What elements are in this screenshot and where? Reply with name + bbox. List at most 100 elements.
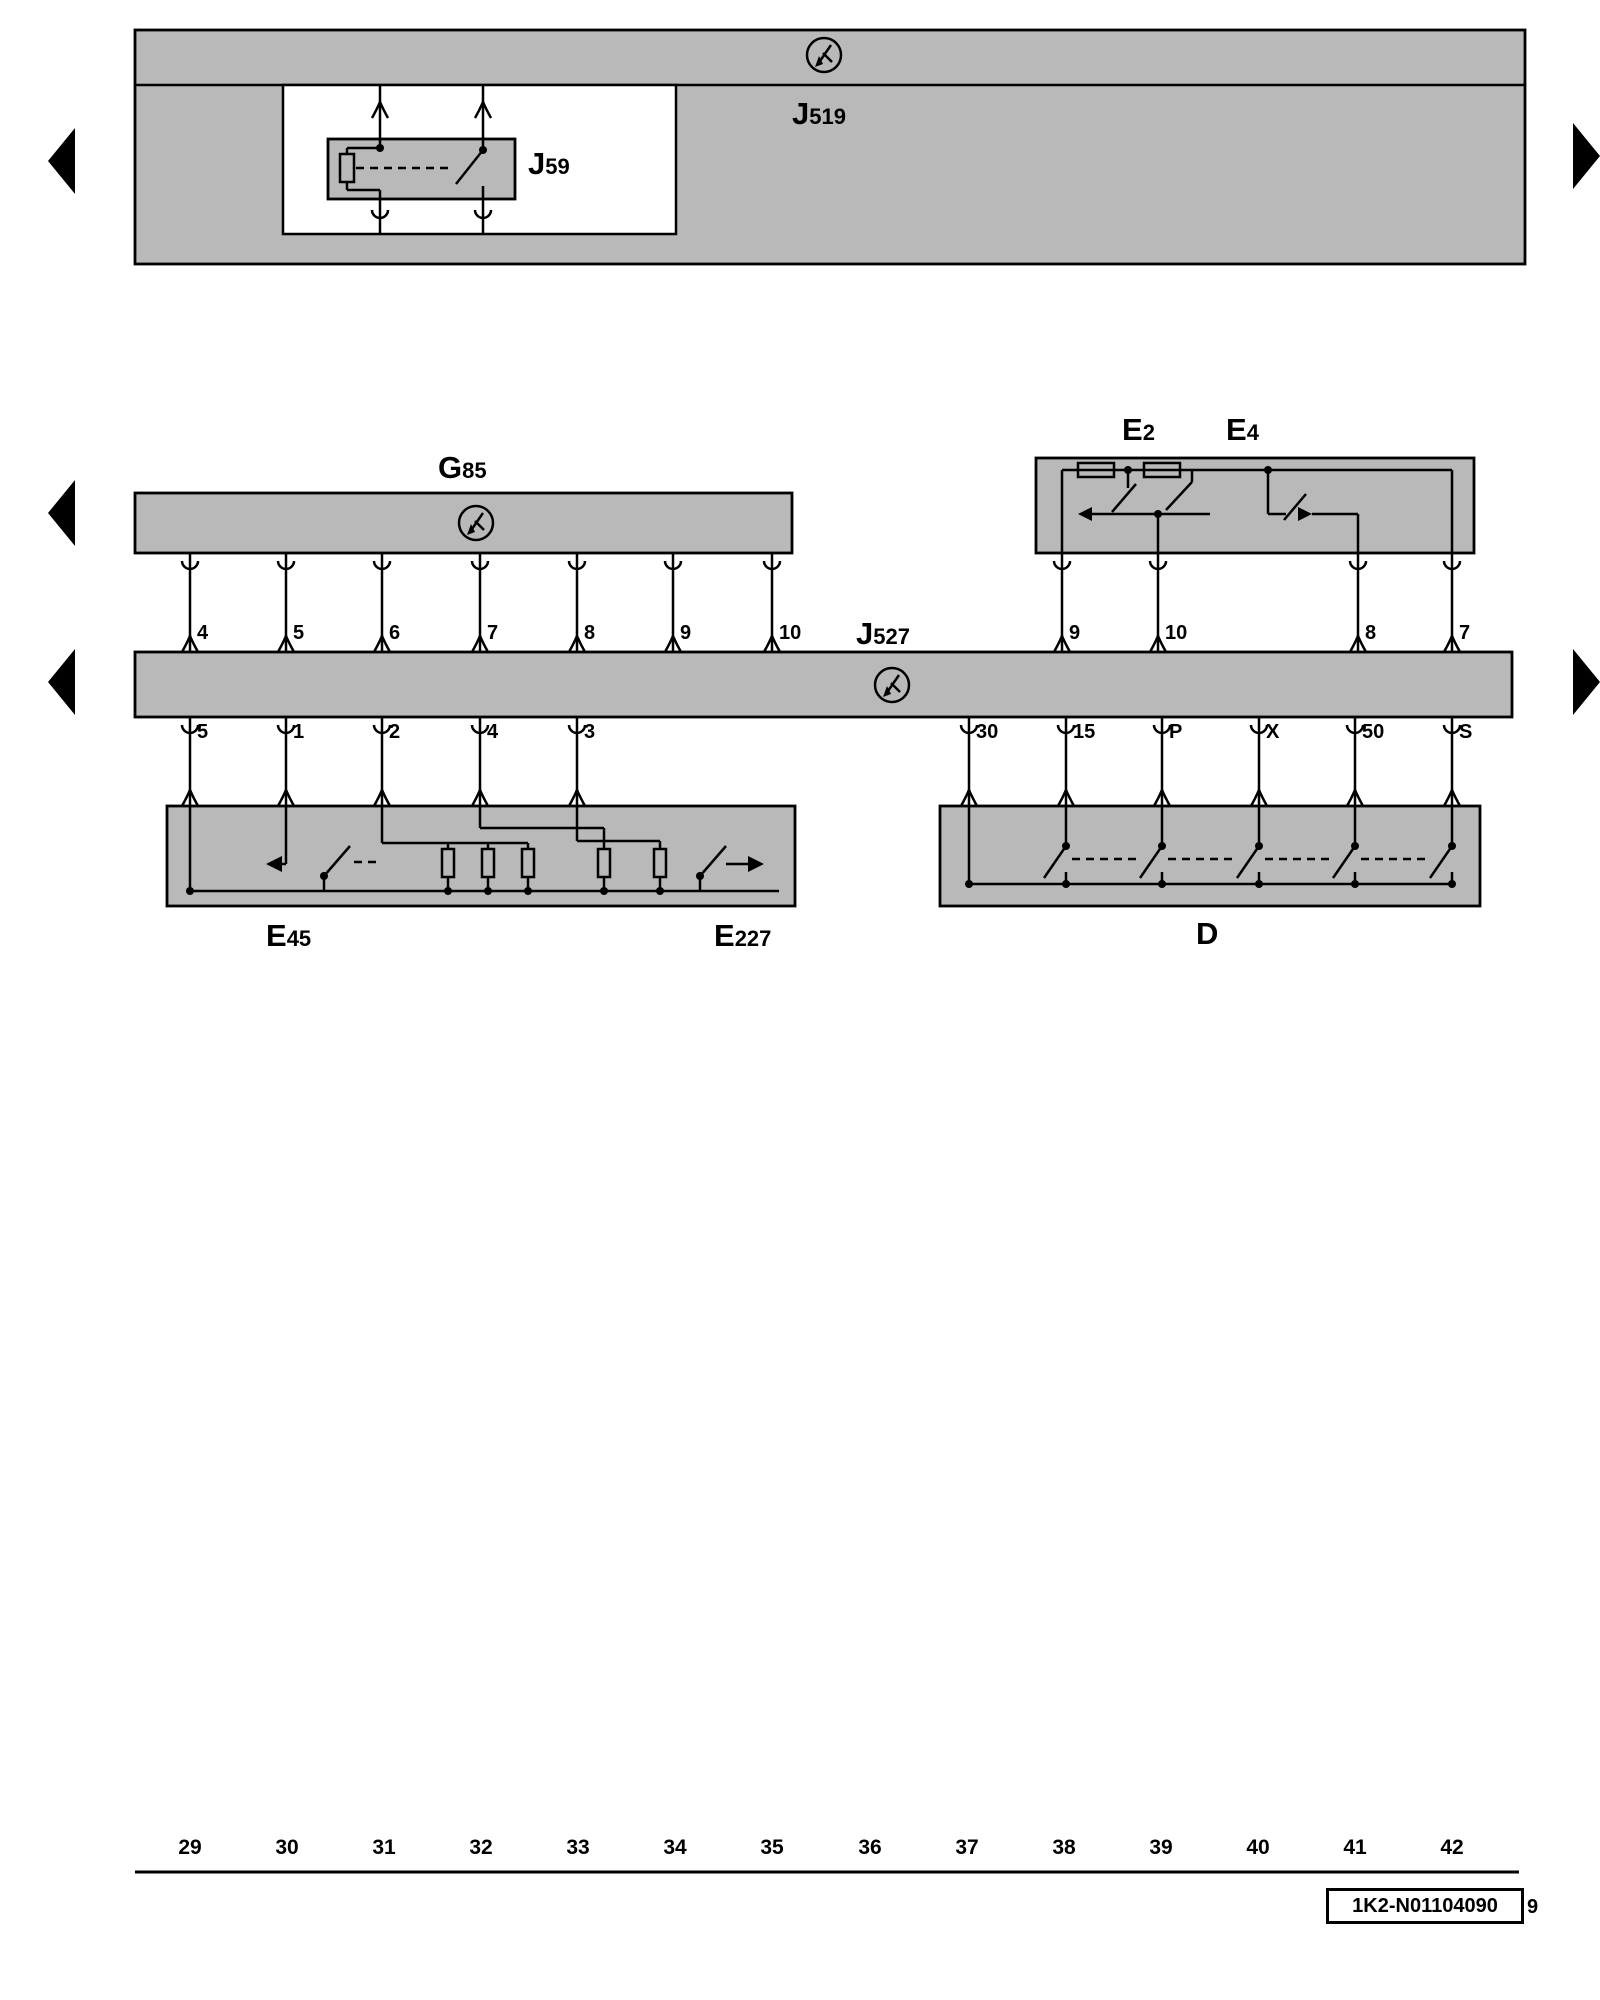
terminal-label: 7: [487, 622, 499, 644]
terminal-label: X: [1266, 721, 1280, 743]
wire: [276, 717, 296, 808]
wire: [1442, 553, 1462, 654]
track-number: 35: [760, 1836, 784, 1859]
arrow-right-icon: [748, 856, 764, 872]
label-j527: J527: [856, 616, 910, 651]
switch-blade: [1428, 845, 1454, 879]
terminal-label: 10: [1165, 622, 1188, 644]
terminal-label: 50: [1362, 721, 1385, 743]
track-number: 39: [1149, 1836, 1173, 1859]
wire: [1148, 553, 1168, 654]
wires-j527-to-e45: [180, 717, 587, 808]
track-number: 30: [275, 1836, 299, 1859]
wire: [372, 553, 392, 654]
label-g85: G85: [438, 450, 487, 485]
terminal-label: 8: [1365, 622, 1377, 644]
label-e4: E4: [1226, 412, 1259, 447]
track-number: 37: [955, 1836, 979, 1859]
terminal-label: 4: [197, 622, 209, 644]
continuation-arrow-right-icon: [1573, 123, 1600, 189]
wire: [1348, 553, 1368, 654]
label-e2: E2: [1122, 412, 1155, 447]
switch-blade: [1111, 483, 1137, 513]
wire: [567, 717, 587, 808]
wire: [470, 553, 490, 654]
label-e227: E227: [714, 918, 772, 953]
switch-blade: [1235, 845, 1261, 879]
continuation-arrow-left-icon: [48, 128, 75, 194]
wire: [663, 553, 683, 654]
terminal-label: 9: [1069, 622, 1081, 644]
relay-switch-blade: [455, 149, 484, 185]
j59-wires: [370, 85, 493, 234]
switch-blade: [1331, 845, 1357, 879]
wires-j527-to-d: [959, 717, 1462, 808]
terminal-label: 8: [584, 622, 596, 644]
continuation-arrow-left-icon: [48, 649, 75, 715]
track-number: 36: [858, 1836, 882, 1859]
label-j519: J519: [792, 96, 846, 131]
resistor: [1076, 461, 1116, 479]
switch-blade: [1138, 845, 1164, 879]
terminal-label: 1: [293, 721, 305, 743]
wire: [567, 553, 587, 654]
track-number: 32: [469, 1836, 493, 1859]
wire: [1249, 717, 1269, 808]
label-j59: J59: [528, 146, 570, 181]
terminal-label: 2: [389, 721, 401, 743]
wire: [1056, 717, 1076, 808]
doc-number-box: 1K2-N01104090: [1326, 1888, 1524, 1924]
label-d: D: [1196, 916, 1219, 951]
track-number: 33: [566, 1836, 590, 1859]
continuation-arrow-left-icon: [48, 480, 75, 546]
switch-blade: [1165, 481, 1193, 511]
e45-e227-box: [165, 804, 797, 908]
wire: [762, 553, 782, 654]
wire: [1052, 553, 1072, 654]
terminal-label: P: [1169, 721, 1183, 743]
label-e45: E45: [266, 918, 312, 953]
terminal-label: 7: [1459, 622, 1471, 644]
terminal-label: 6: [389, 622, 401, 644]
terminal-label: 15: [1073, 721, 1096, 743]
d-box: [938, 804, 1482, 908]
wire: [1442, 717, 1462, 808]
switch-blade: [1283, 493, 1307, 521]
j59-relay: [326, 137, 517, 201]
wire: [470, 717, 490, 808]
terminal-label: 30: [976, 721, 999, 743]
wires-e2e4-to-j527: [1052, 553, 1462, 654]
terminal-label: 10: [779, 622, 802, 644]
track-number: 38: [1052, 1836, 1076, 1859]
j527-box: [133, 650, 1514, 719]
doc-number-suffix: 9: [1527, 1896, 1539, 1918]
wire: [276, 553, 296, 654]
track-number: 29: [178, 1836, 202, 1859]
switch-blade: [699, 845, 727, 877]
wire: [180, 553, 200, 654]
track-number: 34: [663, 1836, 687, 1859]
terminal-label: 5: [293, 622, 305, 644]
switch-blade: [1042, 845, 1068, 879]
terminal-label: 9: [680, 622, 692, 644]
wire: [180, 717, 200, 808]
track-number: 41: [1343, 1836, 1367, 1859]
e2-e4-box: [1034, 456, 1476, 555]
terminal-label: 4: [487, 721, 499, 743]
arrow-right-icon: [1298, 507, 1312, 521]
wire: [1152, 717, 1172, 808]
terminal-label: S: [1459, 721, 1473, 743]
track-number: 31: [372, 1836, 396, 1859]
arrow-left-icon: [266, 856, 282, 872]
track-number: 40: [1246, 1836, 1270, 1859]
wires-g85-to-j527: [180, 553, 782, 654]
doc-number: 1K2-N01104090: [1352, 1894, 1498, 1917]
g85-box: [133, 491, 794, 555]
wire: [959, 717, 979, 808]
terminal-label: 3: [584, 721, 596, 743]
track-number: 42: [1440, 1836, 1464, 1859]
resistor: [1142, 461, 1182, 479]
wire: [372, 717, 392, 808]
wire: [1345, 717, 1365, 808]
